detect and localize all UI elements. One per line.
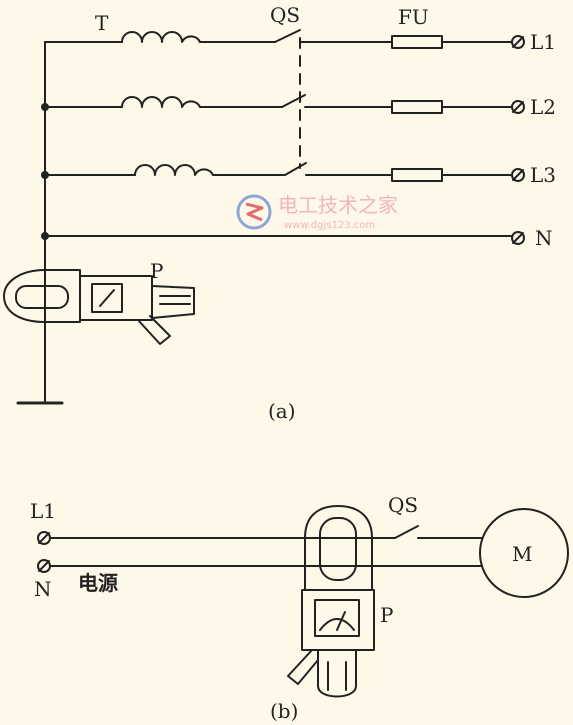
terminal [511,168,525,182]
switch-blade [284,162,307,176]
terminal [511,100,525,114]
transformer-coil [134,164,214,176]
fuse-label: FU [398,5,429,29]
transformer-coil [121,31,201,43]
line-label: L1 [30,499,56,523]
phase-line-l2 [44,94,525,114]
switch-blade [394,525,419,539]
source-label: 电源 [78,571,118,595]
watermark-logo-icon [236,194,272,230]
transformer-coil [121,96,201,108]
fuse [391,168,443,182]
diagram-b: L1 N 电源 QS P M (b) [30,493,569,723]
meter-label: P [150,259,163,283]
phase-line-l1 [44,29,525,49]
watermark-url: www.dgjs123.com [284,220,375,231]
fuse [391,100,443,114]
diagram-a: T QS FU L1 L2 L3 N P (a) [3,3,556,423]
watermark: 电工技术之家 www.dgjs123.com [236,193,398,231]
terminal-label-n: N [535,226,553,250]
terminal [511,231,525,245]
neutral-line [44,231,525,245]
switch-blade [281,94,306,108]
fuse [391,35,443,49]
meter-label: P [380,603,393,627]
clamp-meter-a [3,269,195,345]
switch-label: QS [270,3,300,27]
caption-a: (a) [268,399,296,423]
watermark-text: 电工技术之家 [278,193,398,217]
motor-label: M [512,542,532,566]
transformer-label: T [95,11,109,35]
phase-line-l3 [44,162,525,182]
caption-b: (b) [270,699,298,723]
terminal [511,35,525,49]
motor [479,508,569,598]
clamp-meter-b [287,505,375,698]
terminal-label-l2: L2 [530,95,556,119]
neutral-label: N [34,577,52,601]
terminal-label-l1: L1 [530,30,556,54]
switch-label: QS [388,493,418,517]
terminal-label-l3: L3 [530,163,556,187]
switch-blade [274,29,301,43]
